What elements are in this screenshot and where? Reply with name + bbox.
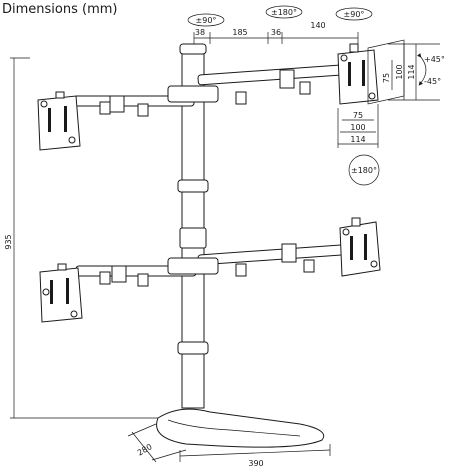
swivel-middle-indicator: ±180° bbox=[265, 5, 303, 19]
arm-dimension-line: 38 185 36 140 bbox=[193, 21, 359, 44]
vesa-detail: 75 100 114 75 100 114 bbox=[337, 39, 440, 148]
lower-arm bbox=[75, 243, 349, 287]
vesa-75-h: 75 bbox=[353, 111, 363, 120]
pole-clamp-upper bbox=[177, 179, 209, 193]
vesa-plate-bottom-right bbox=[339, 217, 381, 277]
tilt-indicator: +45° -45° bbox=[417, 53, 445, 86]
rotate-plate-label: ±180° bbox=[351, 166, 377, 175]
tilt-up-label: +45° bbox=[424, 55, 445, 64]
arm-segment-label: 185 bbox=[232, 28, 247, 37]
pole-clamp-lower bbox=[177, 341, 209, 355]
center-pole bbox=[177, 43, 209, 409]
vesa-plate-top-right bbox=[337, 43, 379, 105]
arm-offset-label: 38 bbox=[195, 28, 205, 37]
vesa-100-v: 100 bbox=[395, 64, 404, 79]
swivel-middle-label: ±180° bbox=[271, 8, 297, 17]
height-label: 935 bbox=[4, 234, 13, 249]
swivel-left-indicator: ±90° bbox=[187, 13, 225, 27]
vesa-100-h: 100 bbox=[350, 123, 365, 132]
stand-base: 280 390 bbox=[127, 408, 331, 468]
base-width-label: 390 bbox=[248, 459, 263, 468]
tilt-down-label: -45° bbox=[424, 77, 441, 86]
rotate-plate-indicator: ±180° bbox=[348, 154, 380, 186]
arm-segment-3-label: 140 bbox=[310, 21, 325, 30]
diagram-title: Dimensions (mm) bbox=[2, 2, 118, 17]
vesa-plate-bottom-left bbox=[39, 263, 83, 323]
plate-height: 114 bbox=[407, 64, 416, 79]
upper-arm bbox=[73, 64, 349, 117]
arm-segment-2-label: 36 bbox=[271, 28, 281, 37]
height-dimension: 935 bbox=[4, 57, 190, 419]
plate-width: 114 bbox=[350, 135, 365, 144]
swivel-left-label: ±90° bbox=[196, 16, 217, 25]
vesa-75-v: 75 bbox=[382, 73, 391, 83]
swivel-right-indicator: ±90° bbox=[335, 7, 373, 21]
pole-collar bbox=[179, 227, 207, 249]
swivel-right-label: ±90° bbox=[344, 10, 365, 19]
vesa-plate-top-left bbox=[37, 91, 81, 151]
